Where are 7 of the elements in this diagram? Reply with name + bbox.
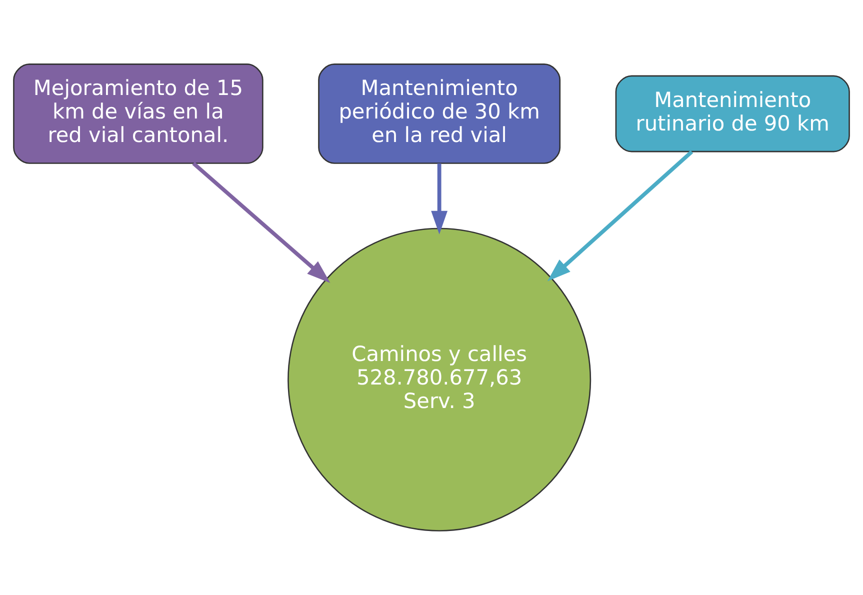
arrow [547,150,694,282]
node-box: Mantenimiento rutinario de 90 km [615,75,850,152]
arrow [192,162,330,283]
arrow [431,163,448,234]
node-box: Mejoramiento de 15 km de vías en la red vial cantonal. [13,64,264,164]
node-box: Mantenimiento periódico de 30 km en la red vial [318,64,561,164]
node-circle: Caminos y calles 528.780.677,63 Serv. 3 [288,228,592,532]
